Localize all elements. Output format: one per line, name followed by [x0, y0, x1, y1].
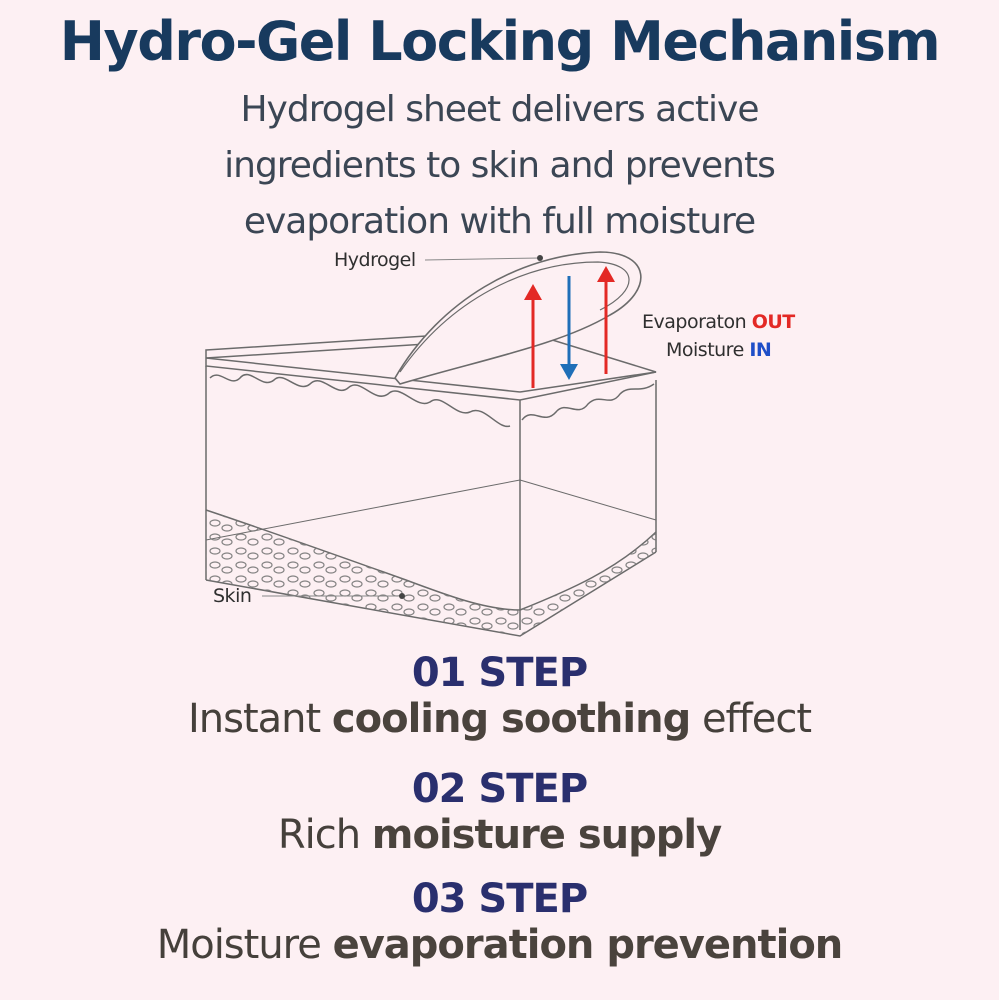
page-title: Hydro-Gel Locking Mechanism — [59, 10, 941, 73]
epidermis-wave-side — [521, 383, 655, 421]
evaporation-out-emph: OUT — [751, 311, 796, 333]
skin-diagram — [205, 251, 657, 637]
subtitle: Hydrogel sheet delivers active ingredien… — [0, 82, 999, 250]
step-1-text: Instant cooling soothing effect — [0, 696, 999, 742]
moisture-label-text: Moisture — [666, 339, 750, 361]
step-1-plain-after: effect — [690, 696, 812, 742]
step-3-text: Moisture evaporation prevention — [0, 922, 999, 968]
evaporation-out-arrow-1 — [524, 284, 542, 388]
evaporation-out-arrow-2 — [597, 266, 615, 374]
subtitle-line-2: ingredients to skin and prevents — [224, 145, 776, 186]
step-1-plain: Instant — [187, 696, 332, 742]
moisture-in-emph: IN — [749, 339, 772, 361]
evaporation-label: Evaporaton OUT — [642, 311, 795, 333]
step-2-number: 02 STEP — [411, 766, 588, 812]
hydrogel-leader — [424, 257, 541, 261]
step-3-number: 03 STEP — [411, 876, 588, 922]
hydrogel-label: Hydrogel — [334, 249, 416, 271]
subtitle-line-3: evaporation with full moisture — [243, 201, 756, 242]
moisture-in-arrow — [560, 276, 578, 380]
hydrogel-sheet — [394, 251, 642, 385]
step-1-number: 01 STEP — [411, 650, 588, 696]
step-2-text: Rich moisture supply — [0, 812, 999, 858]
skin-label: Skin — [213, 585, 252, 607]
step-2-bold: moisture supply — [371, 812, 722, 858]
step-3-bold: evaporation prevention — [332, 922, 844, 968]
step-2-plain: Rich — [277, 812, 372, 858]
evaporation-label-text: Evaporaton — [642, 311, 752, 333]
epidermis-wave — [209, 373, 511, 427]
step-3-plain: Moisture — [156, 922, 333, 968]
subtitle-line-1: Hydrogel sheet delivers active — [240, 89, 759, 130]
step-1-bold: cooling soothing — [331, 696, 691, 742]
moisture-label: Moisture IN — [666, 339, 772, 361]
